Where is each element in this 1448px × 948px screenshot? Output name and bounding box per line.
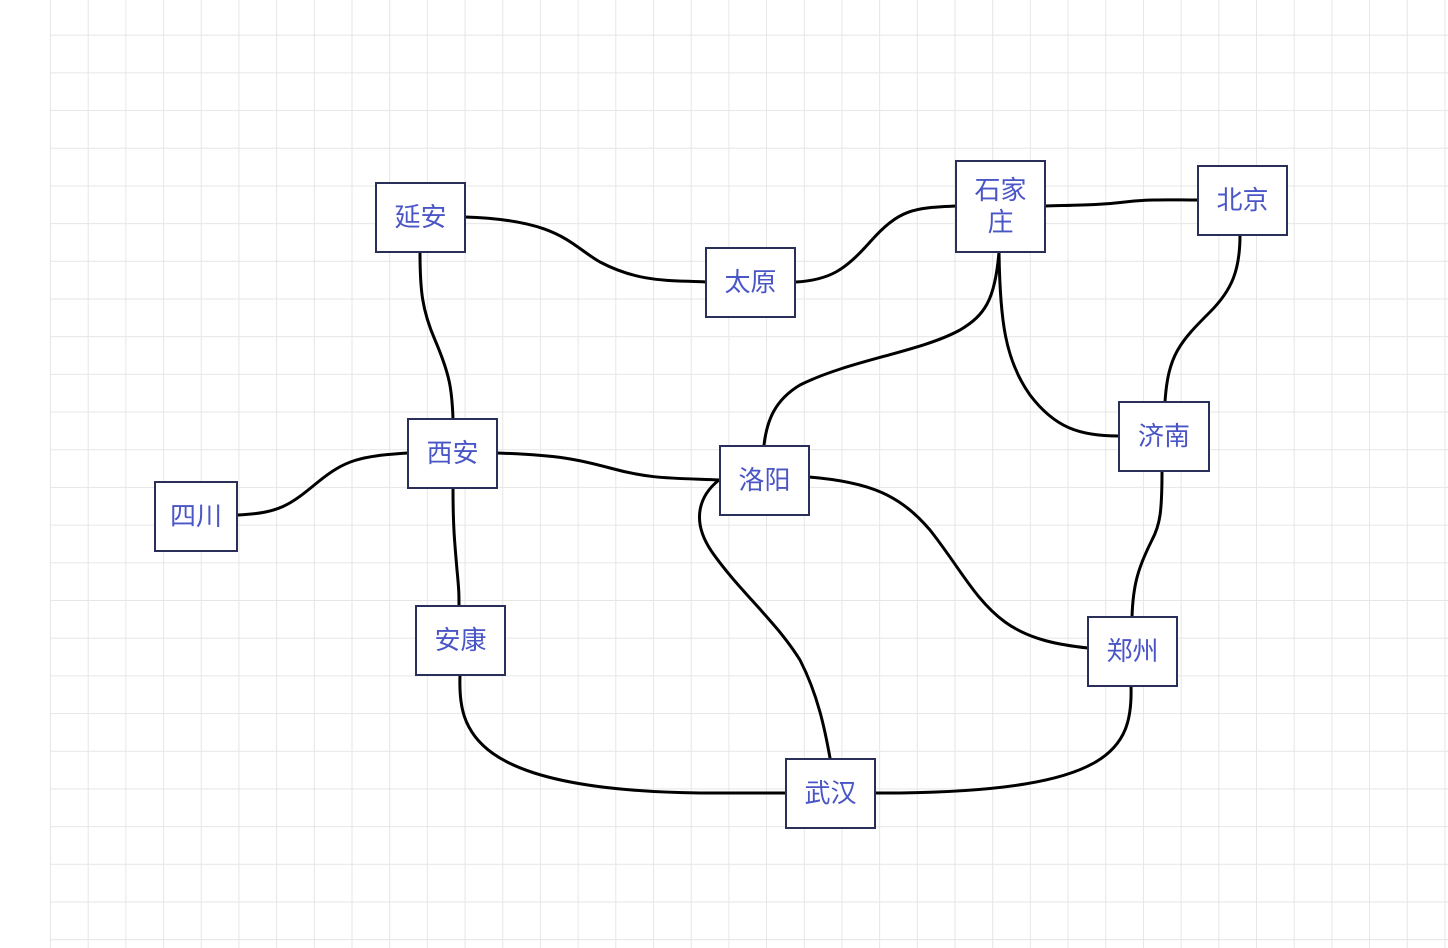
edge-beijing-jinan[interactable] [1163, 233, 1242, 404]
edge-shijiazhuang-jinan[interactable] [997, 250, 1121, 438]
canvas-margin [0, 0, 50, 948]
edge-ankang-wuhan[interactable] [458, 673, 787, 795]
node-luoyang[interactable]: 洛阳 [719, 445, 810, 516]
edge-yanan-taiyuan[interactable] [463, 215, 708, 284]
node-shijiazhuang[interactable]: 石家庄 [955, 160, 1046, 253]
edge-xian-luoyang[interactable] [495, 451, 722, 482]
edge-shijiazhuang-luoyang[interactable] [762, 250, 1001, 447]
node-jinan[interactable]: 济南 [1118, 401, 1210, 472]
edge-yanan-xian[interactable] [418, 250, 455, 421]
edge-luoyang-wuhan[interactable] [697, 478, 832, 760]
edge-jinan-zhengzhou[interactable] [1130, 469, 1164, 619]
edge-xian-ankang[interactable] [451, 486, 461, 608]
edge-shijiazhuang-beijing[interactable] [1043, 198, 1200, 208]
node-xian[interactable]: 西安 [407, 418, 498, 489]
node-beijing[interactable]: 北京 [1197, 165, 1288, 236]
edge-taiyuan-shijiazhuang[interactable] [794, 204, 958, 284]
node-yanan[interactable]: 延安 [375, 182, 466, 253]
node-wuhan[interactable]: 武汉 [785, 758, 876, 829]
node-sichuan[interactable]: 四川 [154, 481, 238, 552]
node-ankang[interactable]: 安康 [415, 605, 506, 676]
node-taiyuan[interactable]: 太原 [705, 247, 796, 318]
node-zhengzhou[interactable]: 郑州 [1087, 616, 1178, 687]
edge-xian-sichuan[interactable] [236, 451, 410, 517]
edge-zhengzhou-wuhan[interactable] [873, 684, 1133, 795]
edge-luoyang-zhengzhou[interactable] [807, 475, 1090, 650]
